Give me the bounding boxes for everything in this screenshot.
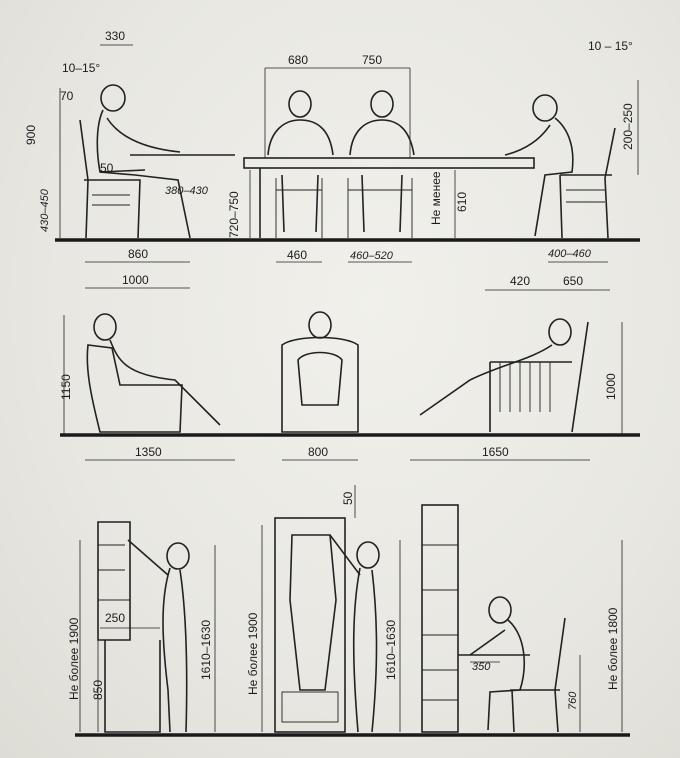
dimension-lines-row3 [79, 485, 623, 732]
chairs-center [275, 178, 413, 238]
armchair-side [86, 313, 221, 433]
dim-50: 50 [100, 161, 114, 175]
dim-left-angle: 10–15° [62, 61, 100, 75]
dim-750: 750 [362, 53, 382, 67]
seated-person-left [96, 84, 191, 239]
dim-1610-1630-a: 1610–1630 [199, 620, 213, 680]
dim-330: 330 [105, 29, 125, 43]
table-center [243, 157, 535, 238]
dim-760: 760 [567, 691, 579, 710]
dim-900: 900 [24, 125, 38, 145]
person-center-2 [349, 90, 415, 233]
note-not-more-1800: Не более 1800 [606, 607, 620, 690]
dimension-lines-row2 [63, 315, 623, 461]
dim-460: 460 [287, 248, 307, 262]
note-not-less: Не менее [429, 171, 443, 225]
dim-650: 650 [563, 274, 583, 288]
dim-250: 250 [105, 611, 125, 625]
wall-shelf [97, 521, 161, 733]
lounge-chair [419, 318, 589, 433]
dim-380-430: 380–430 [165, 185, 209, 197]
person-reaching-shelf [127, 539, 190, 733]
chair-right [559, 127, 616, 239]
dim-50-row3: 50 [341, 491, 355, 505]
chair-left [79, 119, 141, 239]
dim-400-460: 400–460 [548, 248, 592, 260]
note-not-more-1900-b: Не более 1900 [246, 612, 260, 695]
dim-420: 420 [510, 274, 530, 288]
dim-200-250: 200–250 [621, 103, 635, 150]
dim-1000: 1000 [122, 273, 149, 287]
dim-1000-row2: 1000 [604, 373, 618, 400]
dim-460-520: 460–520 [350, 250, 394, 262]
dim-350: 350 [472, 661, 491, 673]
wardrobe [274, 517, 346, 733]
dim-430-450: 430–450 [39, 188, 51, 232]
armchair-front [281, 311, 359, 433]
dim-1350: 1350 [135, 445, 162, 459]
dim-70: 70 [60, 89, 74, 103]
dim-right-angle: 10 – 15° [588, 39, 633, 53]
dim-680: 680 [288, 53, 308, 67]
dim-850: 850 [91, 680, 105, 700]
dim-610: 610 [455, 192, 469, 212]
person-center-1 [267, 90, 334, 233]
dim-1610-1630-b: 1610–1630 [384, 620, 398, 680]
person-reaching-wardrobe [329, 534, 380, 733]
dim-1650: 1650 [482, 445, 509, 459]
chair-writing [510, 617, 566, 733]
note-not-more-1900-a: Не более 1900 [67, 617, 81, 700]
dim-1150: 1150 [59, 374, 73, 400]
dim-860: 860 [128, 247, 148, 261]
seated-person-right [504, 94, 574, 237]
dim-800: 800 [308, 445, 328, 459]
dim-720-750: 720–750 [227, 191, 241, 238]
secretary-cabinet [421, 504, 530, 733]
dimension-lines-row1 [59, 44, 639, 291]
